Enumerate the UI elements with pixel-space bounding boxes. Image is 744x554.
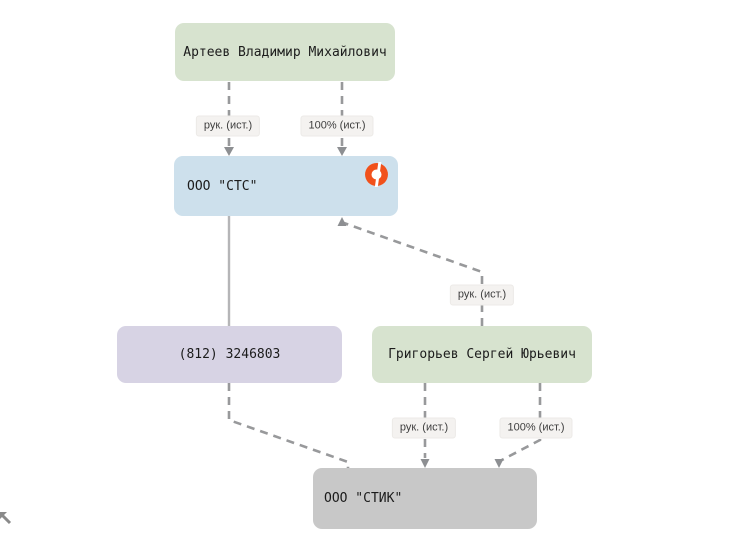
arrowhead-down-icon	[420, 459, 430, 468]
node-company-sts[interactable]: ООО "СТС"	[174, 156, 398, 216]
edge-label: 100% (ист.)	[300, 115, 374, 137]
arrowhead-down-icon	[224, 147, 234, 156]
edge-label: рук. (ист.)	[195, 115, 261, 137]
edge-grigoryev-stik-100	[499, 383, 542, 463]
company-status-icon	[364, 160, 389, 190]
arrowhead-down-icon	[494, 459, 504, 468]
node-person-grigoryev[interactable]: Григорьев Сергей Юрьевич	[372, 326, 592, 383]
edge-label: рук. (ист.)	[449, 284, 515, 306]
edge-phone-stik	[227, 383, 350, 468]
node-person-arteev[interactable]: Артеев Владимир Михайлович	[175, 23, 395, 81]
node-label: ООО "СТС"	[187, 178, 258, 194]
node-phone-number[interactable]: (812) 3246803	[117, 326, 342, 383]
edge-label: рук. (ист.)	[391, 417, 457, 439]
node-label: ООО "СТИК"	[324, 491, 403, 506]
node-company-stik[interactable]: ООО "СТИК"	[313, 468, 537, 529]
expand-diagonal-arrow-icon[interactable]	[0, 510, 12, 525]
arrowhead-down-icon	[337, 147, 347, 156]
arrowhead-up-icon	[337, 217, 347, 226]
node-label: Артеев Владимир Михайлович	[183, 44, 387, 60]
edge-grigoryev-sts-ruk	[343, 221, 484, 326]
node-label: (812) 3246803	[178, 347, 281, 362]
node-label: Григорьев Сергей Юрьевич	[388, 347, 576, 362]
edge-label: 100% (ист.)	[499, 417, 573, 439]
